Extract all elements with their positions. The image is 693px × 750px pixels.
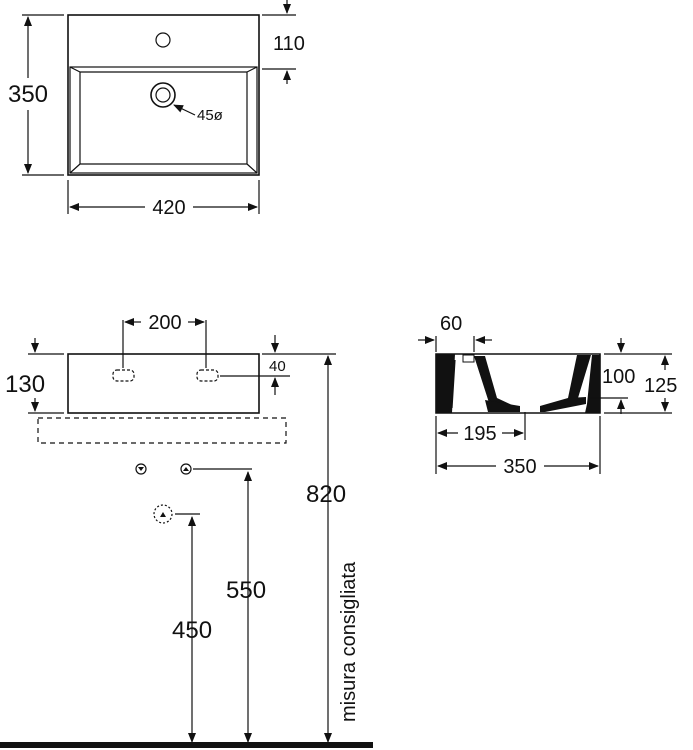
drain-leader bbox=[173, 104, 196, 116]
top-view: 45ø 350 420 110 bbox=[8, 0, 305, 219]
slot-left bbox=[112, 369, 135, 382]
countertop-dashed bbox=[37, 417, 287, 444]
taphole-circle bbox=[155, 32, 171, 48]
section-view: 60 100 125 195 350 bbox=[418, 313, 677, 478]
valve-left bbox=[135, 463, 147, 475]
floor-line bbox=[0, 742, 373, 748]
inner-depth-label: 100 bbox=[602, 366, 635, 388]
section-bottom-left bbox=[485, 400, 520, 412]
front-height-label: 130 bbox=[5, 371, 45, 398]
outer-depth-label: 125 bbox=[644, 375, 677, 397]
front-view: 200 130 40 820 misura consigliata 550 4 bbox=[0, 312, 373, 748]
supply-height-label: 550 bbox=[226, 577, 266, 604]
drain-symbol bbox=[153, 504, 173, 524]
total-height-label: 820 bbox=[306, 481, 346, 508]
rim-width-label: 60 bbox=[440, 313, 462, 335]
drain-height-label: 450 bbox=[172, 617, 212, 644]
basin-outline-top bbox=[67, 14, 260, 176]
section-inner-line bbox=[451, 359, 456, 409]
section-rim-notch bbox=[462, 354, 475, 363]
valve-right bbox=[180, 463, 192, 475]
taphole-spacing-label: 200 bbox=[148, 312, 181, 334]
slot-offset-label: 40 bbox=[269, 358, 286, 375]
basin-outline-front bbox=[67, 353, 260, 414]
section-depth-label: 350 bbox=[503, 456, 536, 478]
drain-symbol-arrow-icon bbox=[160, 512, 166, 517]
drain-diameter-label: 45ø bbox=[197, 107, 223, 124]
drain-inner-circle bbox=[155, 87, 171, 103]
top-width-label: 420 bbox=[152, 197, 185, 219]
drain-position-label: 195 bbox=[463, 423, 496, 445]
valve-right-arrow-icon bbox=[183, 467, 189, 471]
section-bottom-right bbox=[540, 397, 586, 412]
section-left-wall bbox=[436, 354, 455, 413]
bowl-outer-top bbox=[69, 66, 258, 174]
taphole-offset-label: 110 bbox=[273, 33, 305, 55]
bowl-bevel-top bbox=[69, 66, 258, 174]
drain-outer-circle bbox=[150, 82, 176, 108]
section-right-slope bbox=[568, 355, 591, 398]
slot-right bbox=[196, 369, 219, 382]
section-left-slope bbox=[474, 356, 514, 412]
recommended-note: misura consigliata bbox=[338, 561, 360, 722]
valve-left-arrow-icon bbox=[138, 467, 144, 471]
top-height-label: 350 bbox=[8, 81, 48, 108]
